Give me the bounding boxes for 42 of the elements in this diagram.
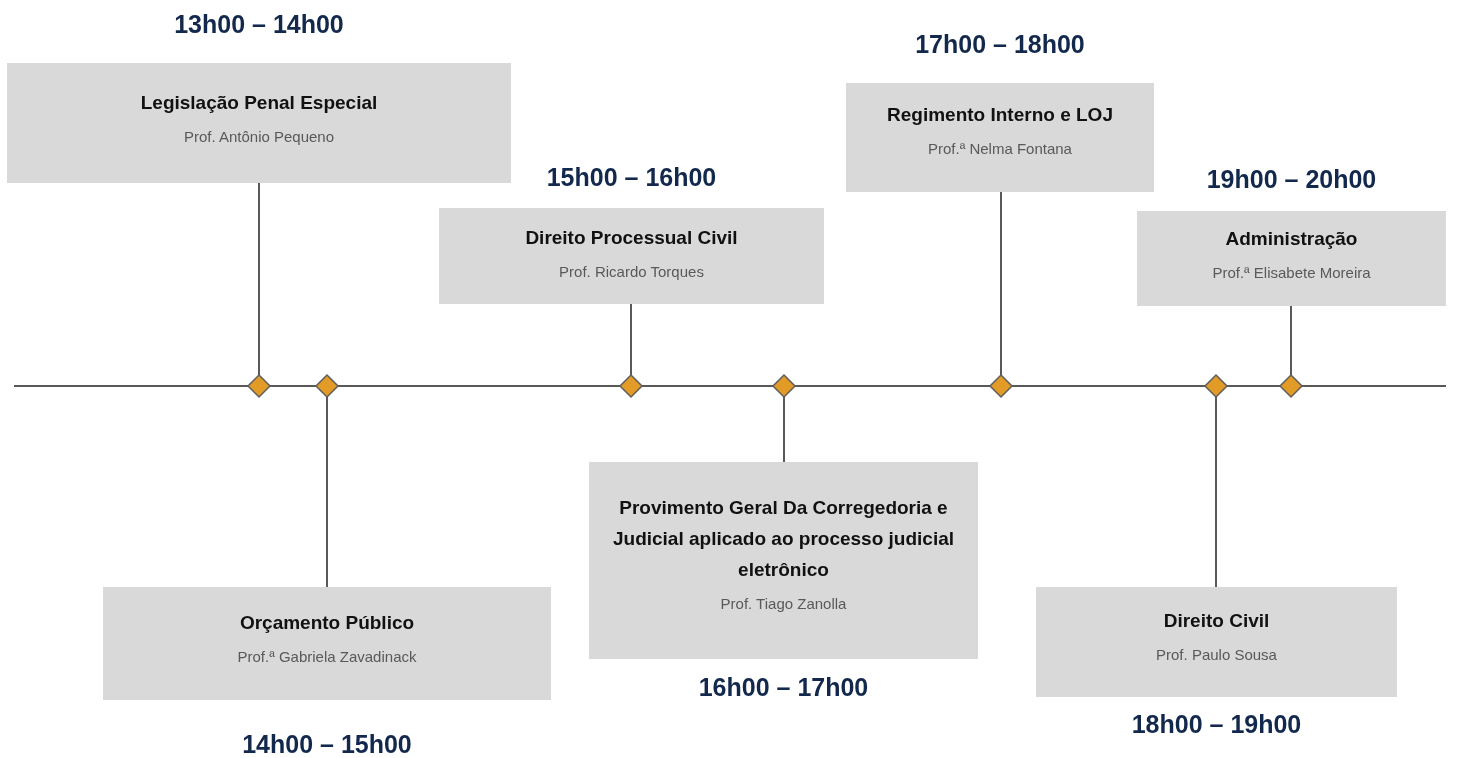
session-title: Direito Civil (1163, 609, 1270, 633)
session-title: Orçamento Público (239, 611, 415, 635)
connector-line (783, 396, 785, 463)
session-title: Provimento Geral Da Corregedoria e Judicial aplicado ao processo judicial eletrônico (611, 496, 956, 582)
session-title: Direito Processual Civil (525, 226, 738, 250)
teacher-name: Prof. Ricardo Torques (559, 263, 704, 280)
connector-line (258, 182, 260, 376)
timeline-diamond (314, 373, 340, 399)
time-range: 13h00 – 14h00 (173, 10, 345, 39)
session-box (589, 462, 978, 659)
time-range: 16h00 – 17h00 (697, 673, 870, 702)
session-title: Legislação Penal Especial (140, 91, 378, 115)
teacher-name: Prof.ª Gabriela Zavadinack (237, 648, 417, 665)
time-range: 15h00 – 16h00 (545, 163, 718, 192)
connector-line (1290, 305, 1292, 376)
session-box (846, 83, 1154, 192)
session-title: Regimento Interno e LOJ (887, 103, 1113, 127)
timeline-diamond (771, 373, 797, 399)
time-range: 17h00 – 18h00 (914, 30, 1086, 59)
connector-line (1215, 396, 1217, 588)
session-box (7, 63, 511, 183)
session-box (1137, 211, 1446, 306)
time-range: 18h00 – 19h00 (1130, 710, 1303, 739)
teacher-name: Prof.ª Nelma Fontana (928, 140, 1072, 157)
teacher-name: Prof. Tiago Zanolla (720, 595, 847, 612)
timeline-diamond (988, 373, 1014, 399)
time-range: 19h00 – 20h00 (1205, 165, 1378, 194)
teacher-name: Prof. Paulo Sousa (1156, 646, 1277, 663)
timeline-diamond (246, 373, 272, 399)
teacher-name: Prof. Antônio Pequeno (183, 128, 335, 145)
connector-line (630, 303, 632, 376)
session-title: Administração (1225, 227, 1358, 251)
timeline-diamond (1203, 373, 1229, 399)
timeline-diamond (618, 373, 644, 399)
session-box (439, 208, 824, 304)
session-box (103, 587, 551, 700)
time-range: 14h00 – 15h00 (241, 730, 413, 758)
timeline-diamond (1278, 373, 1304, 399)
connector-line (326, 396, 328, 588)
connector-line (1000, 191, 1002, 376)
teacher-name: Prof.ª Elisabete Moreira (1212, 264, 1371, 281)
session-box (1036, 587, 1397, 697)
